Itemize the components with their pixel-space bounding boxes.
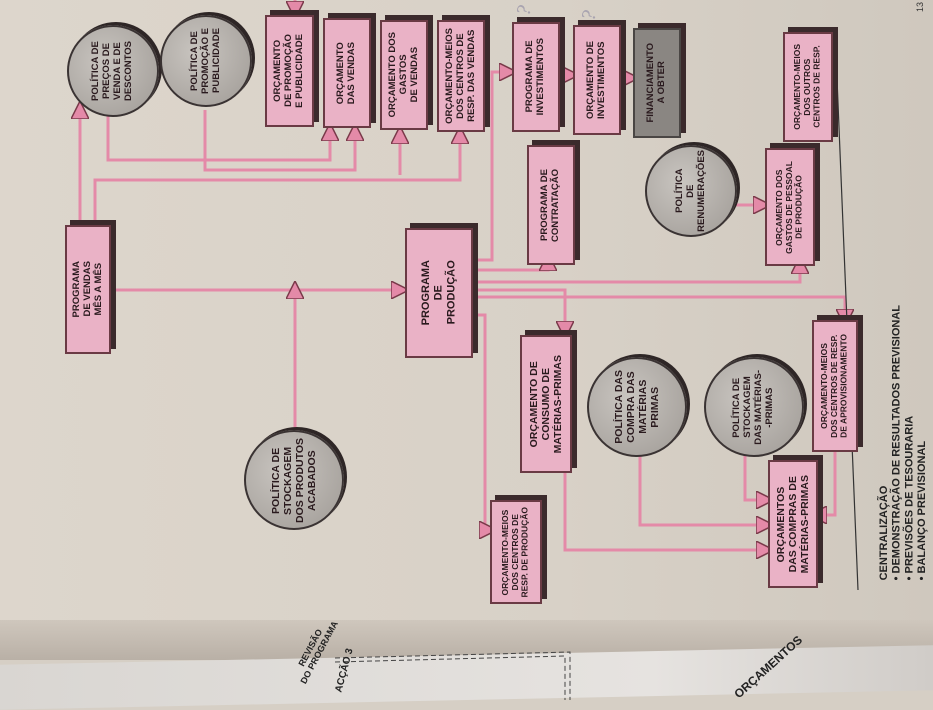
box-orcamento-compras: ORÇAMENTOS DAS COMPRAS DE MATÉRIAS-PRIMA… (768, 460, 818, 588)
arrow (475, 313, 488, 530)
arrow (563, 470, 765, 550)
box-programa-producao: PROGRAMA DE PRODUÇÃO (405, 228, 473, 358)
arrow (743, 450, 765, 500)
circle-label: POLÍTICA DE PROMOÇÃO E PUBLICIDADE (188, 28, 222, 94)
circle-politica-renumeracoes: POLÍTICA DE RENUMERAÇÕES (645, 145, 737, 237)
centralization-notes: CENTRALIZAÇÃO • DEMONSTRAÇÃO DE RESULTAD… (878, 140, 929, 580)
box-label: PROGRAMA DE PRODUÇÃO (420, 260, 458, 326)
circle-politica-compra-mp: POLÍTICA DAS COMPRA DAS MATÉRIAS PRIMAS (587, 357, 687, 457)
box-financiamento: FINANCIAMENTO A OBTER (633, 28, 681, 138)
bracket-line (834, 29, 859, 591)
box-label: ORÇAMENTO DAS VENDAS (335, 41, 357, 105)
box-label: ORÇAMENTO-MEIOS DOS CENTROS DE RESP. DE … (819, 334, 849, 438)
page-number: 13 (915, 1, 926, 13)
box-programa-vendas: PROGRAMA DE VENDAS MÊS A MÊS (65, 225, 111, 354)
arrow (475, 72, 508, 262)
dashed-revision-arrow (334, 651, 571, 700)
circle-politica-precos: POLÍTICA DE PREÇOS DE VENDA E DE DESCONT… (67, 25, 159, 117)
arrow (475, 265, 800, 284)
box-label: ORÇAMENTO-MEIOS DOS CENTROS DE RESP. DAS… (443, 28, 477, 124)
circle-label: POLÍTICA DAS COMPRA DAS MATÉRIAS PRIMAS (612, 370, 662, 444)
arrow (475, 288, 565, 330)
box-orcamento-gastos-pessoal: ORÇAMENTO DOS GASTOS DE PESSOAL DE PRODU… (765, 148, 815, 266)
box-orcamento-vendas: ORÇAMENTO DAS VENDAS (323, 18, 371, 128)
arrow (638, 450, 765, 525)
box-label: ORÇAMENTOS DAS COMPRAS DE MATÉRIAS-PRIMA… (774, 474, 812, 574)
box-programa-contratacao: PROGRAMA DE CONTRATAÇÃO (527, 145, 575, 265)
box-orcamento-meios-outros: ORÇAMENTO-MEIOS DOS OUTROS CENTROS DE RE… (783, 32, 833, 142)
box-label: PROGRAMA DE INVESTIMENTOS (524, 38, 546, 116)
circle-label: POLÍTICA DE PREÇOS DE VENDA E DE DESCONT… (90, 40, 134, 101)
box-label: ORÇAMENTO-MEIOS DOS OUTROS CENTROS DE RE… (792, 44, 822, 130)
box-orcamento-meios-producao: ORÇAMENTO-MEIOS DOS CENTROS DE RESP. DE … (490, 500, 542, 604)
circle-label: POLÍTICA DE RENUMERAÇÕES (673, 150, 707, 232)
arrow (106, 110, 330, 162)
box-label: ORÇAMENTO DE CONSUMO DE MATÉRIAS-PRIMAS (527, 354, 565, 454)
box-label: PROGRAMA DE VENDAS MÊS A MÊS (70, 261, 104, 318)
box-label: ORÇAMENTO DOS GASTOS DE PESSOAL DE PRODU… (774, 160, 804, 254)
box-label: ORÇAMENTO DE PROMOÇÃO E PUBLICIDADE (272, 34, 305, 108)
box-label: ORÇAMENTO DE INVESTIMENTOS (585, 41, 607, 119)
box-orcamento-consumo: ORÇAMENTO DE CONSUMO DE MATÉRIAS-PRIMAS (520, 335, 572, 473)
box-label: ORÇAMENTO-MEIOS DOS CENTROS DE RESP. DE … (500, 506, 530, 598)
circle-label: POLÍTICA DE STOCKAGEM DAS MATÉRIAS- -PRI… (731, 369, 775, 445)
circle-politica-promocao: POLÍTICA DE PROMOÇÃO E PUBLICIDADE (160, 15, 252, 107)
box-orcamento-investimentos: ORÇAMENTO DE INVESTIMENTOS (573, 25, 621, 135)
box-label: PROGRAMA DE CONTRATAÇÃO (539, 168, 561, 242)
box-orcamento-meios-aprovisionamento: ORÇAMENTO-MEIOS DOS CENTROS DE RESP. DE … (812, 320, 858, 452)
circle-label: POLÍTICA DE STOCKAGEM DOS PRODUTOS ACABA… (269, 437, 319, 523)
box-orcamento-meios-vendas: ORÇAMENTO-MEIOS DOS CENTROS DE RESP. DAS… (437, 20, 485, 132)
arrow (203, 110, 355, 172)
circle-politica-stockagem-mp: POLÍTICA DE STOCKAGEM DAS MATÉRIAS- -PRI… (704, 357, 804, 457)
box-orcamento-gastos-vendas: ORÇAMENTO DOS GASTOS DE VENDAS (380, 20, 428, 130)
arrow (818, 450, 837, 515)
arrow (93, 135, 460, 225)
box-orcamento-promocao: ORÇAMENTO DE PROMOÇÃO E PUBLICIDADE (265, 15, 314, 127)
circle-politica-stockagem-produtos: POLÍTICA DE STOCKAGEM DOS PRODUTOS ACABA… (244, 430, 344, 530)
box-label: ORÇAMENTO DOS GASTOS DE VENDAS (386, 32, 420, 118)
notes-text: CENTRALIZAÇÃO • DEMONSTRAÇÃO DE RESULTAD… (878, 304, 928, 580)
box-programa-investimentos: PROGRAMA DE INVESTIMENTOS (512, 22, 560, 132)
arrow (475, 295, 845, 318)
box-label: FINANCIAMENTO A OBTER (645, 43, 667, 123)
